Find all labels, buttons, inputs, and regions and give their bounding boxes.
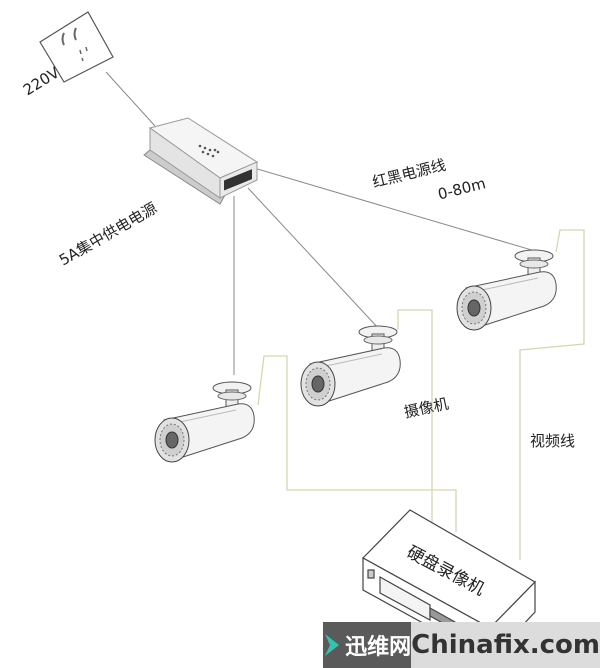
power-wires (233, 167, 553, 375)
camera-left (154, 381, 255, 463)
video-wires (257, 229, 585, 560)
power-supply-unit (143, 117, 259, 205)
wall-outlet (39, 11, 114, 83)
watermark-cn: 迅维网 (345, 635, 412, 660)
mains-wire (105, 71, 156, 127)
chevron-icon (325, 634, 340, 656)
video-cable-label: 视频线 (530, 432, 576, 450)
watermark: 迅维网 Chinafix.com (323, 622, 600, 668)
watermark-en: Chinafix.com (411, 630, 600, 660)
camera-middle (300, 325, 401, 407)
camera-right (456, 249, 557, 331)
